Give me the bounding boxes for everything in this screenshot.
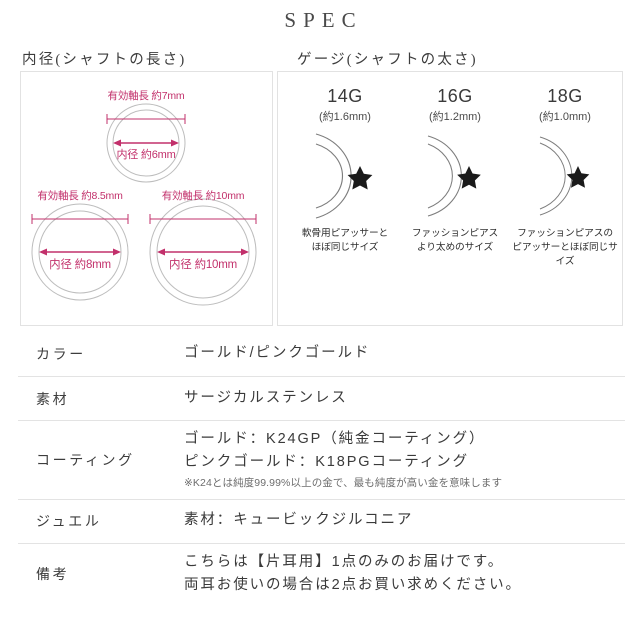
- gauge-desc-line-2: ピアッサーとほぼ同じサイズ: [512, 241, 618, 267]
- inner-diameter-panel: [20, 71, 273, 326]
- table-row: ジュエル 素材：キュービックジルコニア: [18, 498, 625, 543]
- gauge-panel: [277, 71, 623, 326]
- table-row: カラー ゴールド/ピンクゴールド: [18, 332, 625, 376]
- ring-diagram-6mm: 有効軸長 約7mm 内径 約6mm: [82, 88, 210, 186]
- row-value-line-2: 両耳お使いの場合は2点お買い求めください。: [184, 577, 522, 594]
- table-row: 備考 こちらは【片耳用】1点のみのお届けです。 両耳お使いの場合は2点お買い求め…: [18, 542, 625, 605]
- row-value-line-1: ゴールド/ピンクゴールド: [184, 345, 371, 362]
- gauge-label: 16G: [437, 86, 473, 106]
- gauge-label: 14G: [327, 86, 363, 106]
- gauge-item-14g: 14G (約1.6mm) 軟骨用ピアッサーと ほぼ同じサイズ: [290, 86, 400, 255]
- row-label: 素材: [36, 390, 70, 407]
- gauge-mm: (約1.0mm): [539, 111, 591, 123]
- row-value-line-1: こちらは【片耳用】1点のみのお届けです。: [184, 553, 505, 570]
- row-value: サージカルステンレス: [184, 387, 625, 410]
- gauge-desc-line-2: ほぼ同じサイズ: [311, 241, 379, 253]
- gauge-item-16g: 16G (約1.2mm) ファッションピアス より太めのサイズ: [400, 86, 510, 255]
- gauge-shaft-illustration: [510, 128, 620, 224]
- gauge-mm: (約1.2mm): [429, 111, 481, 123]
- gauge-mm: (約1.6mm): [319, 111, 371, 123]
- ring-shaft-label: 有効軸長 約7mm: [107, 90, 185, 102]
- row-value: こちらは【片耳用】1点のみのお届けです。 両耳お使いの場合は2点お買い求めくださ…: [184, 551, 625, 598]
- row-value-line-2: ピンクゴールド：K18PGコーティング: [184, 454, 469, 471]
- row-value: ゴールド/ピンクゴールド: [184, 342, 625, 365]
- gauge-item-18g: 18G (約1.0mm) ファッションピアスの ピアッサーとほぼ同じサイズ: [510, 86, 620, 268]
- section-heading-inner-diameter: 内径(シャフトの長さ): [22, 52, 187, 68]
- ring-shaft-label: 有効軸長 約8.5mm: [37, 190, 123, 202]
- row-value: ゴールド：K24GP（純金コーティング） ピンクゴールド：K18PGコーティング…: [184, 428, 625, 492]
- gauge-desc-line-1: 軟骨用ピアッサーと: [301, 228, 389, 239]
- gauge-label: 18G: [547, 86, 583, 106]
- table-row: コーティング ゴールド：K24GP（純金コーティング） ピンクゴールド：K18P…: [18, 420, 625, 499]
- ring-diagram-10mm: 有効軸長 約10mm 内径 約10mm: [133, 185, 273, 313]
- gauge-shaft-illustration: [400, 128, 510, 224]
- ring-inner-label: 内径 約6mm: [116, 149, 176, 161]
- ring-diagram-8mm: 有効軸長 約8.5mm 内径 約8mm: [14, 190, 146, 310]
- gauge-description: ファッションピアス より太めのサイズ: [400, 227, 510, 255]
- row-value-line-1: サージカルステンレス: [184, 389, 348, 406]
- row-label: カラー: [36, 346, 86, 362]
- row-value-line-1: 素材：キュービックジルコニア: [184, 512, 414, 529]
- page-title: SPEC: [284, 8, 363, 32]
- row-label: 備考: [36, 566, 70, 583]
- gauge-description: 軟骨用ピアッサーと ほぼ同じサイズ: [290, 227, 400, 255]
- ring-shaft-label: 有効軸長 約10mm: [161, 190, 245, 202]
- gauge-desc-line-1: ファッションピアス: [411, 228, 499, 239]
- gauge-description: ファッションピアスの ピアッサーとほぼ同じサイズ: [510, 227, 620, 268]
- table-row: 素材 サージカルステンレス: [18, 376, 625, 420]
- row-label: ジュエル: [36, 513, 102, 530]
- spec-table: カラー ゴールド/ピンクゴールド 素材 サージカルステンレス コーティング ゴー…: [18, 332, 625, 605]
- gauge-desc-line-1: ファッションピアスの: [517, 228, 613, 239]
- ring-inner-label: 内径 約10mm: [168, 259, 238, 271]
- gauge-shaft-illustration: [290, 128, 400, 224]
- row-value-note: ※K24とは純度99.99%以上の金で、最も純度が高い金を意味します: [184, 476, 503, 489]
- section-heading-gauge: ゲージ(シャフトの太さ): [297, 52, 478, 68]
- row-label: コーティング: [36, 451, 135, 468]
- gauge-desc-line-2: より太めのサイズ: [416, 241, 494, 253]
- ring-inner-label: 内径 約8mm: [49, 259, 111, 271]
- row-value-line-1: ゴールド：K24GP（純金コーティング）: [184, 431, 486, 447]
- row-value: 素材：キュービックジルコニア: [184, 509, 625, 532]
